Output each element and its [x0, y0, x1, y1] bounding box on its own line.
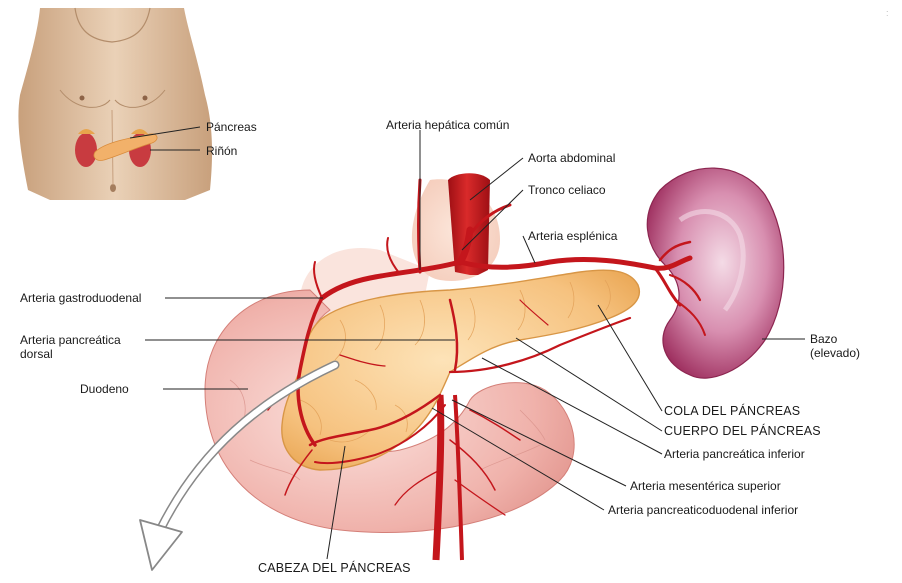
label-head-of-pancreas: CABEZA DEL PÁNCREAS: [258, 561, 411, 575]
pancreaticoduodenal-arcade: [308, 393, 442, 447]
spleen: [646, 167, 785, 379]
label-splenic-artery: Arteria esplénica: [528, 229, 618, 243]
inferior-pancreatic-artery: [448, 316, 632, 374]
label-inferior-pancreatic-artery: Arteria pancreática inferior: [664, 447, 805, 461]
pancreas-lobules: [299, 279, 611, 443]
label-spleen-1: Bazo: [810, 332, 838, 346]
leader-lines: [145, 130, 805, 560]
label-spleen-2: (elevado): [810, 346, 861, 360]
common-hepatic-artery: [319, 259, 463, 301]
label-gastroduodenal-artery: Arteria gastroduodenal: [20, 291, 142, 305]
label-pancreas-inset: Páncreas: [206, 120, 257, 134]
kidney-icon: [75, 133, 97, 167]
label-body-of-pancreas: CUERPO DEL PÁNCREAS: [664, 424, 821, 438]
label-dorsal-pancreatic-artery-1: Arteria pancreática: [20, 333, 121, 347]
torso-inset: [18, 7, 213, 200]
label-duodenum: Duodeno: [80, 382, 129, 396]
label-kidney-inset: Riñón: [206, 144, 238, 158]
label-abdominal-aorta: Aorta abdominal: [528, 151, 616, 165]
label-tail-of-pancreas: COLA DEL PÁNCREAS: [664, 404, 801, 418]
label-celiac-trunk: Tronco celiaco: [528, 183, 606, 197]
inset-leader-lines: [129, 126, 201, 151]
label-inferior-pancreaticoduodenal-artery: Arteria pancreaticoduodenal inferior: [608, 503, 799, 517]
abdominal-aorta: [448, 173, 490, 275]
dorsal-pancreatic-artery: [448, 298, 459, 372]
corner-mark: :: [886, 8, 889, 18]
artery-network: [267, 178, 706, 516]
direction-arrow-icon: [139, 360, 340, 571]
splenic-artery: [457, 255, 693, 271]
pancreas: [281, 269, 641, 471]
label-dorsal-pancreatic-artery-2: dorsal: [20, 347, 53, 361]
label-superior-mesenteric-artery: Arteria mesentérica superior: [630, 479, 781, 493]
superior-mesenteric-artery: [432, 394, 445, 561]
label-common-hepatic-artery: Arteria hepática común: [386, 118, 510, 132]
gastroduodenal-artery: [296, 296, 324, 447]
